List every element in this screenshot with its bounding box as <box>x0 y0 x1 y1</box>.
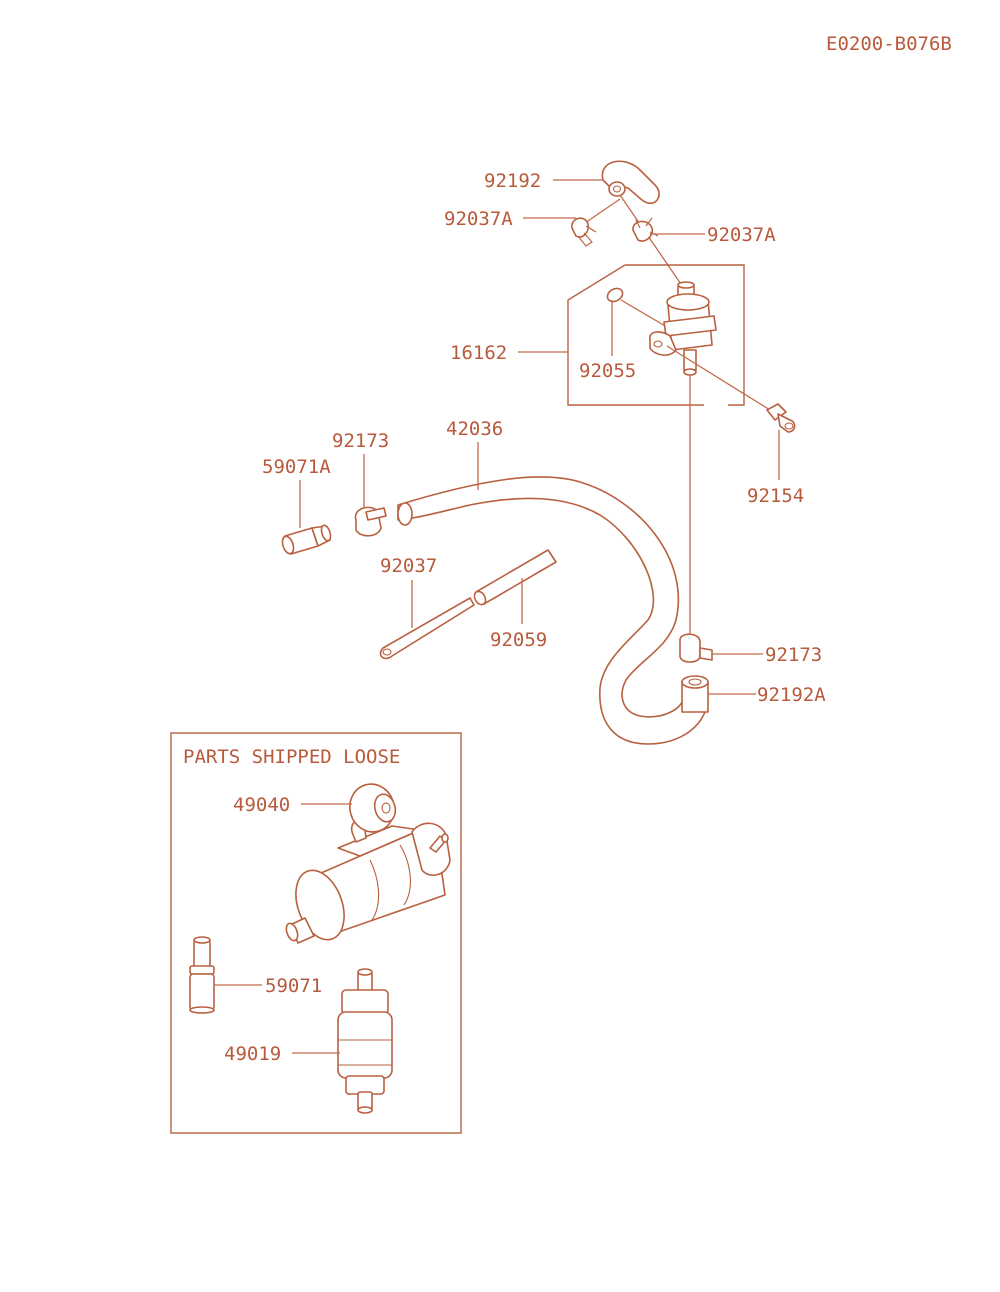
diagram-code: E0200-B076B <box>826 33 952 55</box>
label-59071A: 59071A <box>262 456 331 478</box>
fitting-59071 <box>189 936 215 1014</box>
label-92154: 92154 <box>747 485 804 507</box>
hose-end-42036 <box>397 502 413 526</box>
fuel-filter-49019 <box>337 968 393 1114</box>
leader-oring-to-regulator <box>620 299 673 331</box>
strap-92037 <box>379 597 475 660</box>
label-92173-right: 92173 <box>765 644 822 666</box>
leader-hose-to-regulator <box>619 194 686 291</box>
label-92037A-left: 92037A <box>444 208 513 230</box>
leader-hose-to-clamp <box>581 198 621 226</box>
fuel-pump <box>285 819 451 944</box>
clamp-92037A-right <box>632 217 659 242</box>
label-92037: 92037 <box>380 555 437 577</box>
label-92037A-right: 92037A <box>707 224 776 246</box>
label-92192: 92192 <box>484 170 541 192</box>
o-ring-92055 <box>606 287 624 303</box>
clamp-92173-right <box>679 633 713 663</box>
damper-49040 <box>349 783 397 833</box>
label-49019: 49019 <box>224 1043 281 1065</box>
label-92055: 92055 <box>579 360 636 382</box>
label-42036: 42036 <box>446 418 503 440</box>
label-59071: 59071 <box>265 975 322 997</box>
clamp-92037A-left <box>571 217 597 247</box>
fitting-59071A <box>281 524 332 555</box>
label-16162: 16162 <box>450 342 507 364</box>
leader-regulator-to-bolt <box>666 345 771 411</box>
label-92059: 92059 <box>490 629 547 651</box>
clamp-92173-top <box>354 506 387 537</box>
hose-end-92192A <box>681 675 709 713</box>
hose-92192 <box>601 160 660 205</box>
parts-shipped-loose-box <box>170 732 462 1134</box>
tube-92059 <box>473 549 557 606</box>
fuel-pressure-regulator <box>649 281 717 376</box>
label-92173-top: 92173 <box>332 430 389 452</box>
label-92192A: 92192A <box>757 684 826 706</box>
bolt-92154 <box>766 403 796 433</box>
fuel-hose-42036 <box>397 476 709 745</box>
loose-box-title: PARTS SHIPPED LOOSE <box>183 746 400 768</box>
label-49040: 49040 <box>233 794 290 816</box>
